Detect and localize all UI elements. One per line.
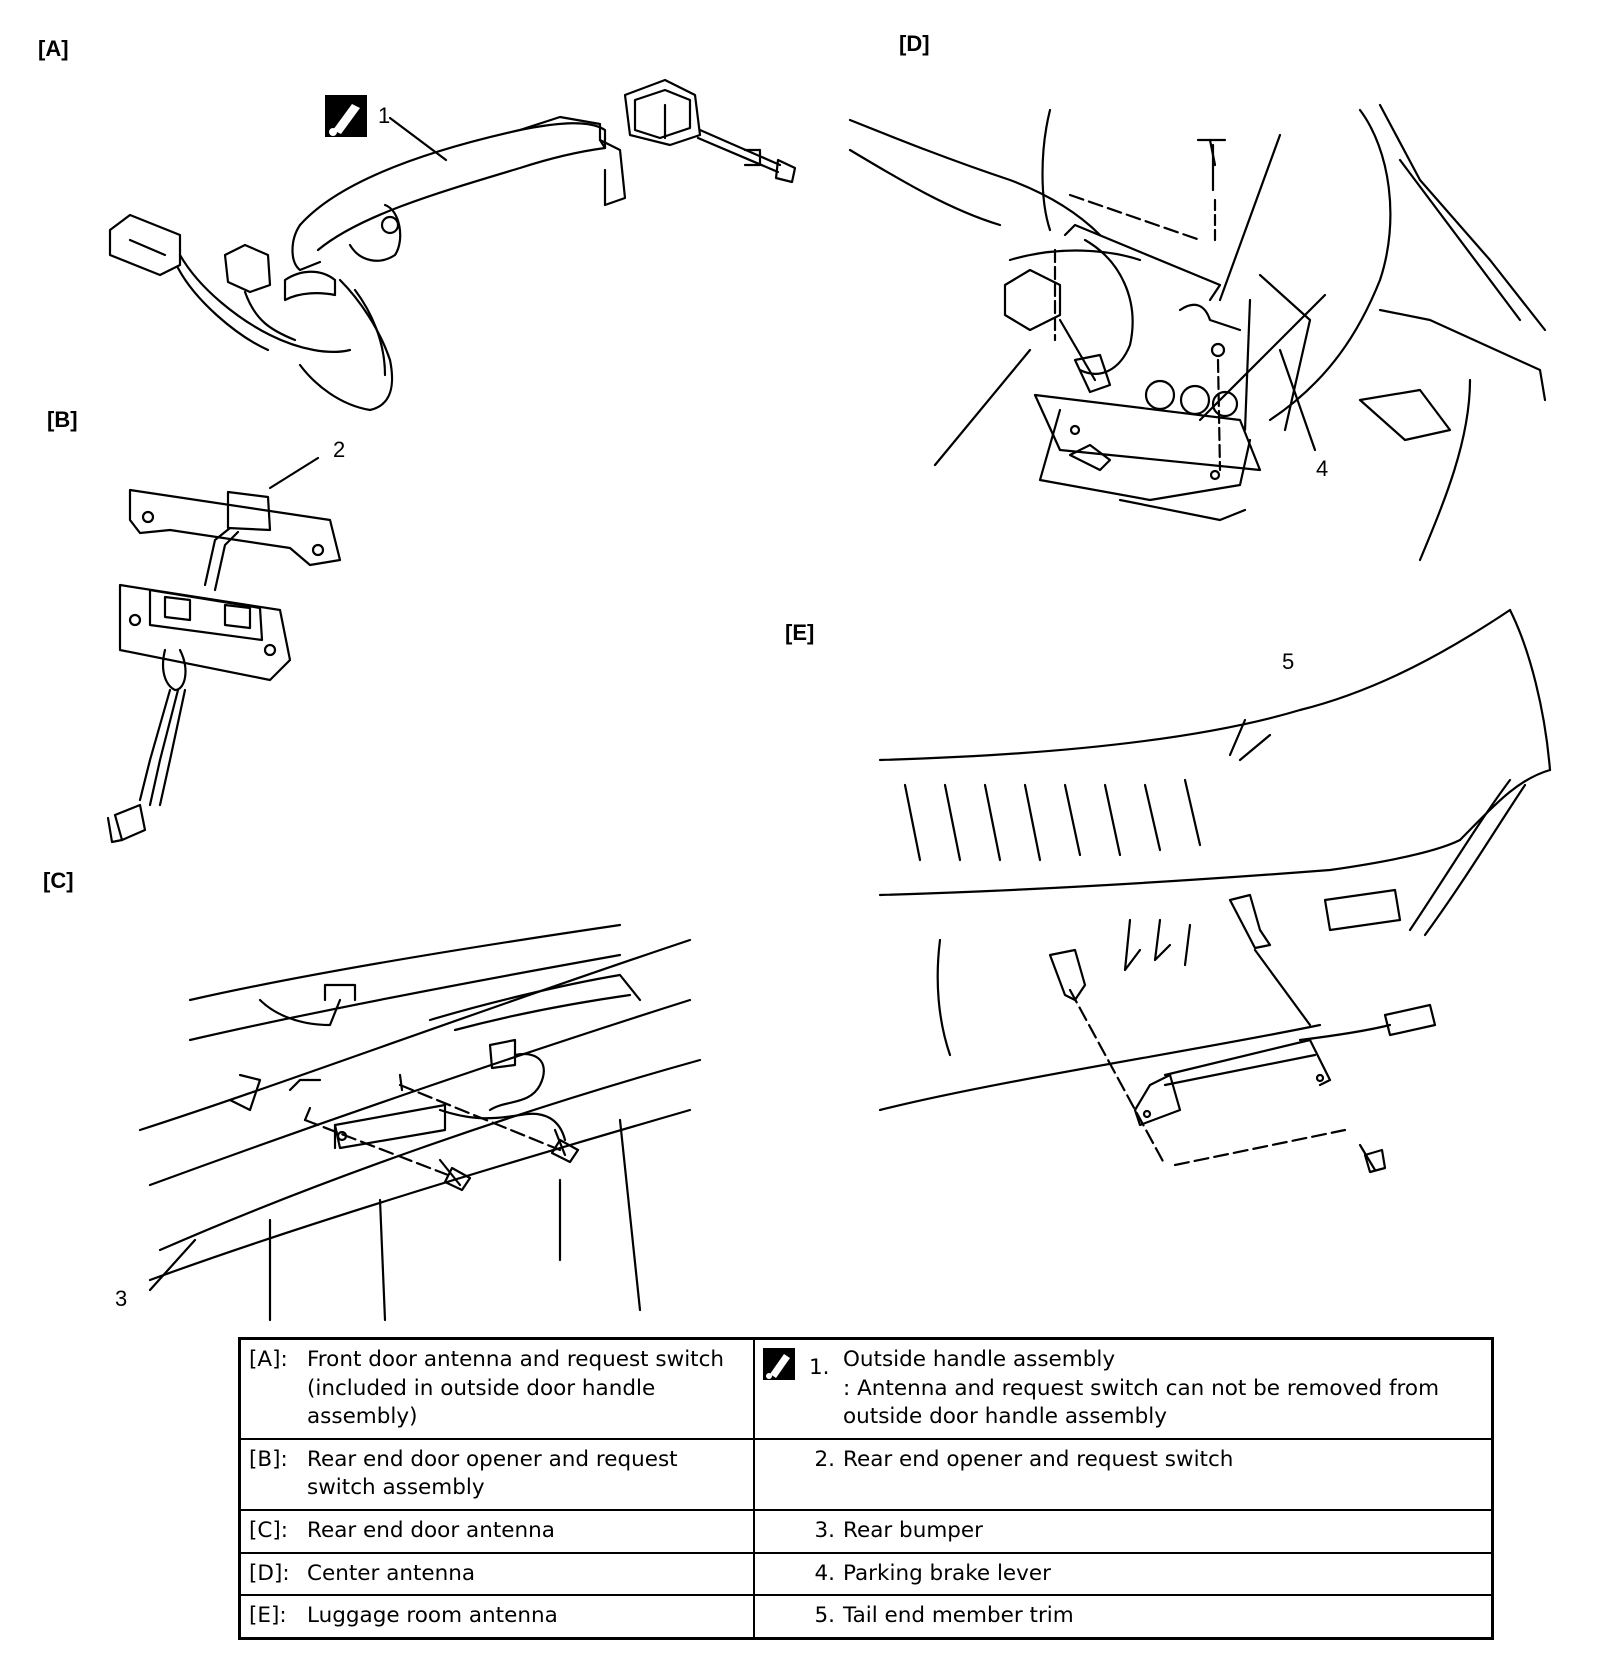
- legend-cell-left: [B]: Rear end door opener and request swi…: [238, 1437, 755, 1511]
- callout-1: 1: [378, 103, 391, 128]
- legend-text: Rear end door antenna: [307, 1517, 555, 1543]
- luggage-room-antenna-drawing: [878, 608, 1552, 1174]
- legend-part-name: Outside handle assembly: [843, 1347, 1116, 1372]
- panel-label-d: [D]: [899, 31, 930, 56]
- legend-text: Rear end door opener and request switch …: [307, 1446, 678, 1501]
- legend-cell-left: [E]: Luggage room antenna: [238, 1594, 755, 1640]
- legend-part-name: Rear bumper: [843, 1517, 983, 1543]
- legend-key: [B]:: [249, 1446, 288, 1472]
- legend-index: 1.: [763, 1346, 843, 1432]
- legend-part-name: Parking brake lever: [843, 1560, 1051, 1586]
- legend-row: [A]: Front door antenna and request switc…: [238, 1337, 1494, 1440]
- legend-cell-right: 3. Rear bumper: [753, 1508, 1494, 1554]
- legend-table: [A]: Front door antenna and request switc…: [238, 1337, 1494, 1640]
- legend-cell-left: [C]: Rear end door antenna: [238, 1508, 755, 1554]
- panel-label-b: [B]: [47, 407, 78, 432]
- legend-row: [C]: Rear end door antenna 3. Rear bumper: [238, 1508, 1494, 1554]
- callout-4: 4: [1316, 456, 1329, 481]
- legend-row: [B]: Rear end door opener and request swi…: [238, 1437, 1494, 1511]
- do-not-disassemble-icon: [763, 1348, 795, 1380]
- panel-label-c: [C]: [43, 868, 74, 893]
- center-antenna-drawing: [848, 103, 1547, 562]
- rear-opener-switch-drawing: [106, 456, 342, 844]
- legend-text: Front door antenna and request switch (i…: [307, 1347, 725, 1430]
- outside-handle-drawing: [108, 78, 797, 412]
- callout-3: 3: [115, 1286, 128, 1311]
- legend-part-name: Rear end opener and request switch: [843, 1446, 1234, 1472]
- legend-cell-right: 5. Tail end member trim: [753, 1594, 1494, 1640]
- legend-row: [E]: Luggage room antenna 5. Tail end memb…: [238, 1594, 1494, 1640]
- legend-part-name: Tail end member trim: [843, 1603, 1074, 1629]
- legend-number: 5.: [814, 1603, 835, 1629]
- legend-text: Luggage room antenna: [307, 1603, 558, 1629]
- legend-cell-right: 4. Parking brake lever: [753, 1551, 1494, 1597]
- legend-number: 1.: [809, 1355, 830, 1380]
- legend-key: [D]:: [249, 1560, 290, 1586]
- legend-cell-left: [A]: Front door antenna and request switc…: [238, 1337, 755, 1440]
- legend-cell-right: 1. Outside handle assembly : Antenna and…: [753, 1337, 1494, 1440]
- legend-cell-right: 2. Rear end opener and request switch: [753, 1437, 1494, 1511]
- legend-row: [D]: Center antenna 4. Parking brake lever: [238, 1551, 1494, 1597]
- legend-number: 2.: [814, 1446, 835, 1472]
- legend-part-note: : Antenna and request switch can not be …: [843, 1375, 1440, 1430]
- legend-key: [C]:: [249, 1517, 289, 1543]
- panel-label-e: [E]: [785, 620, 815, 645]
- legend-number: 3.: [814, 1517, 835, 1543]
- legend-number: 4.: [814, 1560, 835, 1586]
- rear-door-antenna-drawing: [138, 923, 702, 1322]
- line-art-illustration: [106, 78, 1552, 1322]
- legend-key: [E]:: [249, 1603, 287, 1629]
- legend-cell-left: [D]: Center antenna: [238, 1551, 755, 1597]
- panel-label-a: [A]: [38, 36, 69, 61]
- callout-2: 2: [333, 437, 346, 462]
- legend-text: Center antenna: [307, 1560, 476, 1586]
- legend-key: [A]:: [249, 1347, 288, 1372]
- callout-5: 5: [1282, 649, 1295, 674]
